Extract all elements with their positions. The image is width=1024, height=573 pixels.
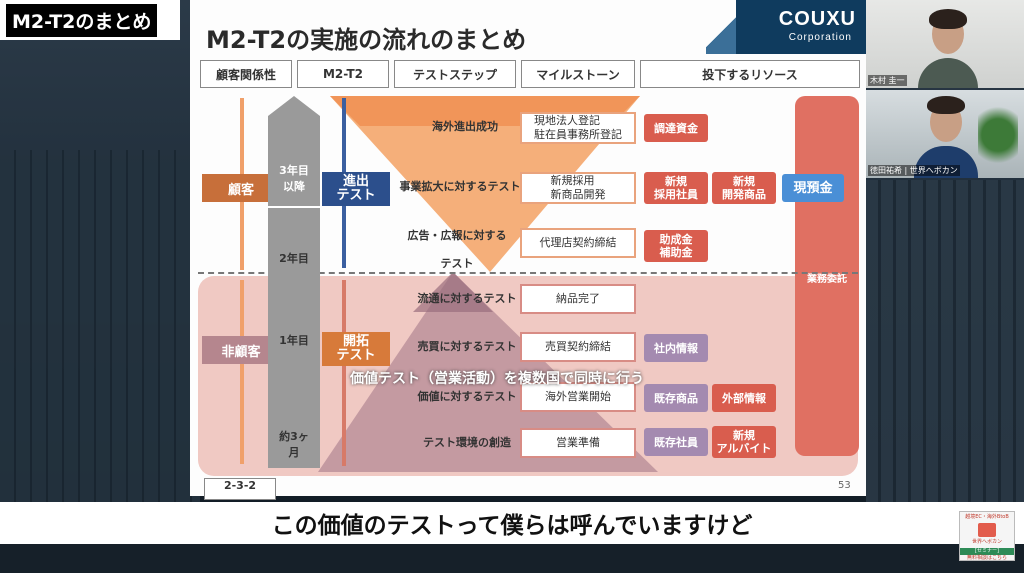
page-number: 53 (838, 480, 851, 491)
milestone-registration: 現地法人登記 駐在員事務所登記 (520, 112, 636, 144)
resource-cash: 現預金 (782, 174, 844, 202)
ad-line2: [セミナー] (960, 548, 1014, 555)
title-badge: M2-T2のまとめ (0, 0, 180, 40)
participant-video-2[interactable]: 徳田祐希 | 世界へボカン (866, 90, 1024, 178)
company-logo: COUXU (778, 8, 856, 30)
milestone-prep: 営業準備 (520, 428, 636, 458)
corner-tag: 2-3-2 (204, 478, 276, 500)
subtitle-caption: この価値のテストって僕らは呼んでいますけど (0, 502, 1024, 544)
milestone-agency: 代理店契約締結 (520, 228, 636, 258)
boundary-line (198, 272, 858, 274)
step-value: 価値に対するテスト (417, 390, 517, 403)
step-advertising: 広告・広報に対する テスト (407, 229, 507, 270)
step-distribution: 流通に対するテスト (417, 292, 517, 305)
header-resources: 投下するリソース (640, 60, 860, 88)
milestone-sales-start: 海外営業開始 (520, 382, 636, 412)
stage-2year: 2年目 (279, 252, 309, 265)
step-expansion: 事業拡大に対するテスト (399, 180, 521, 193)
resource-funding: 調達資金 (644, 114, 708, 142)
stage-3year: 3年目 以降 (279, 164, 309, 193)
step-sales: 売買に対するテスト (417, 340, 517, 353)
outsource-label: 業務委託 (807, 274, 847, 285)
participant-2-hair (927, 96, 965, 114)
header-m2t2: M2-T2 (297, 60, 389, 88)
header-test-step: テストステップ (394, 60, 516, 88)
resource-existing-staff: 既存社員 (644, 428, 708, 456)
milestone-delivery: 納品完了 (520, 284, 636, 314)
participant-video-1[interactable]: 木村 圭一 (866, 0, 1024, 88)
step-environment: テスト環境の創造 (423, 436, 511, 449)
participant-1-name: 木村 圭一 (868, 75, 907, 86)
participant-1-body (918, 58, 978, 88)
background-building-left (0, 150, 200, 510)
participant-2-name: 徳田祐希 | 世界へボカン (868, 165, 960, 176)
customer-label: 顧客 (202, 174, 280, 202)
background-plant (978, 100, 1018, 170)
ad-line3: 無料相談はこちら (966, 555, 1007, 561)
phase-advance: 進出 テスト (322, 172, 390, 206)
title-badge-text: M2-T2のまとめ (6, 3, 158, 37)
background-building-right (866, 180, 1024, 510)
timeline-arrow (268, 96, 320, 468)
resource-part-timer: 新規 アルバイト (712, 426, 776, 458)
resource-new-hire: 新規 採用社員 (644, 172, 708, 204)
participant-1-hair (929, 9, 967, 29)
non-customer-label: 非顧客 (202, 336, 280, 364)
shared-slide: M2-T2の実施の流れのまとめ COUXU Corporation 顧客関係性 … (190, 0, 866, 496)
stage-3months: 約3ヶ月 (279, 430, 309, 459)
milestone-hiring: 新規採用 新商品開発 (520, 172, 636, 204)
ad-brand: 世界へボカン (971, 539, 1002, 545)
pioneer-arrow (342, 280, 346, 466)
resource-external-info: 外部情報 (712, 384, 776, 412)
pyramid-shape (318, 272, 658, 472)
non-customer-arrow (240, 280, 244, 464)
seminar-ad[interactable]: 越境EC・海外BtoB 世界へボカン [セミナー] 無料相談はこちら (959, 511, 1015, 561)
phase-pioneer: 開拓 テスト (322, 332, 390, 366)
outsource-column (795, 96, 859, 456)
stage-1year: 1年目 (279, 334, 309, 347)
chat-icon (978, 523, 996, 537)
ad-line1: 越境EC・海外BtoB (965, 514, 1009, 520)
slide-title: M2-T2の実施の流れのまとめ (206, 26, 527, 54)
resource-internal-info: 社内情報 (644, 334, 708, 362)
slide-overlay-caption: 価値テスト（営業活動）を複数国で同時に行う (350, 371, 644, 387)
step-overseas-success: 海外進出成功 (432, 120, 498, 133)
header-milestone: マイルストーン (521, 60, 635, 88)
company-logo-sub: Corporation (788, 32, 852, 43)
logo-bar (736, 0, 866, 54)
milestone-contract: 売買契約締結 (520, 332, 636, 362)
resource-existing-product: 既存商品 (644, 384, 708, 412)
resource-new-product: 新規 開発商品 (712, 172, 776, 204)
bottom-strip (0, 544, 1024, 573)
header-relationship: 顧客関係性 (200, 60, 292, 88)
resource-subsidy: 助成金 補助金 (644, 230, 708, 262)
